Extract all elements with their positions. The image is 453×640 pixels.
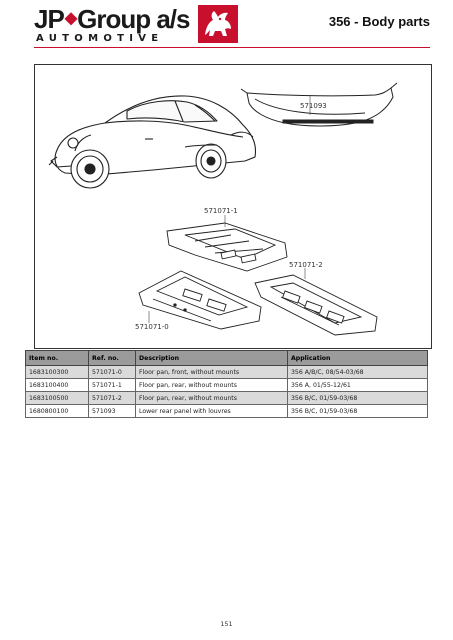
ref-no-cell: 571071-2 [88, 391, 136, 405]
brand-emblem-icon [198, 5, 238, 43]
parts-diagram: 571093 571071-1 571071-2 571071-0 [34, 64, 432, 349]
application-cell: 356 B/C, 01/59-03/68 [287, 391, 428, 405]
page-title: 356 - Body parts [328, 14, 430, 29]
floor-pan-rear-1-illustration [166, 222, 288, 272]
column-header: Item no. [25, 350, 89, 366]
parts-illustration [48, 82, 398, 336]
rear-panel-illustration [240, 82, 398, 127]
page-number: 151 [220, 620, 233, 628]
car-illustration [48, 95, 257, 189]
parts-table: Item no. Ref. no. Description Applicatio… [25, 350, 428, 418]
description-cell: Floor pan, rear, without mounts [135, 391, 288, 405]
brand-logo-text: JP◆Group a/s [34, 4, 190, 34]
table-row: 1680800100 571093 Lower rear panel with … [25, 404, 428, 418]
application-cell: 356 B/C, 01/59-03/68 [287, 404, 428, 418]
application-cell: 356 A, 01/55-12/61 [287, 378, 428, 392]
floor-pan-front-illustration [138, 270, 262, 330]
description-cell: Lower rear panel with louvres [135, 404, 288, 418]
table-header-row: Item no. Ref. no. Description Applicatio… [25, 350, 428, 366]
table-row: 1683100500 571071-2 Floor pan, rear, wit… [25, 391, 428, 405]
column-header: Ref. no. [88, 350, 136, 366]
callout-label: 571071-0 [135, 323, 169, 331]
brand-subtitle: AUTOMOTIVE [36, 33, 164, 44]
description-cell: Floor pan, rear, without mounts [135, 378, 288, 392]
description-cell: Floor pan, front, without mounts [135, 365, 288, 379]
item-no-cell: 1680800100 [25, 404, 89, 418]
page-header: JP◆Group a/s AUTOMOTIVE 356 - Body parts [0, 0, 453, 60]
callout-label: 571071-1 [204, 207, 238, 215]
ref-no-cell: 571071-1 [88, 378, 136, 392]
table-row: 1683100300 571071-0 Floor pan, front, wi… [25, 365, 428, 379]
callout-label: 571071-2 [289, 261, 323, 269]
item-no-cell: 1683100300 [25, 365, 89, 379]
application-cell: 356 A/B/C, 08/54-03/68 [287, 365, 428, 379]
callout-label: 571093 [300, 102, 327, 110]
ref-no-cell: 571071-0 [88, 365, 136, 379]
table-row: 1683100400 571071-1 Floor pan, rear, wit… [25, 378, 428, 392]
floor-pan-rear-2-illustration [254, 274, 378, 336]
title-divider [34, 47, 430, 48]
ref-no-cell: 571093 [88, 404, 136, 418]
item-no-cell: 1683100400 [25, 378, 89, 392]
item-no-cell: 1683100500 [25, 391, 89, 405]
column-header: Description [135, 350, 288, 366]
column-header: Application [287, 350, 428, 366]
